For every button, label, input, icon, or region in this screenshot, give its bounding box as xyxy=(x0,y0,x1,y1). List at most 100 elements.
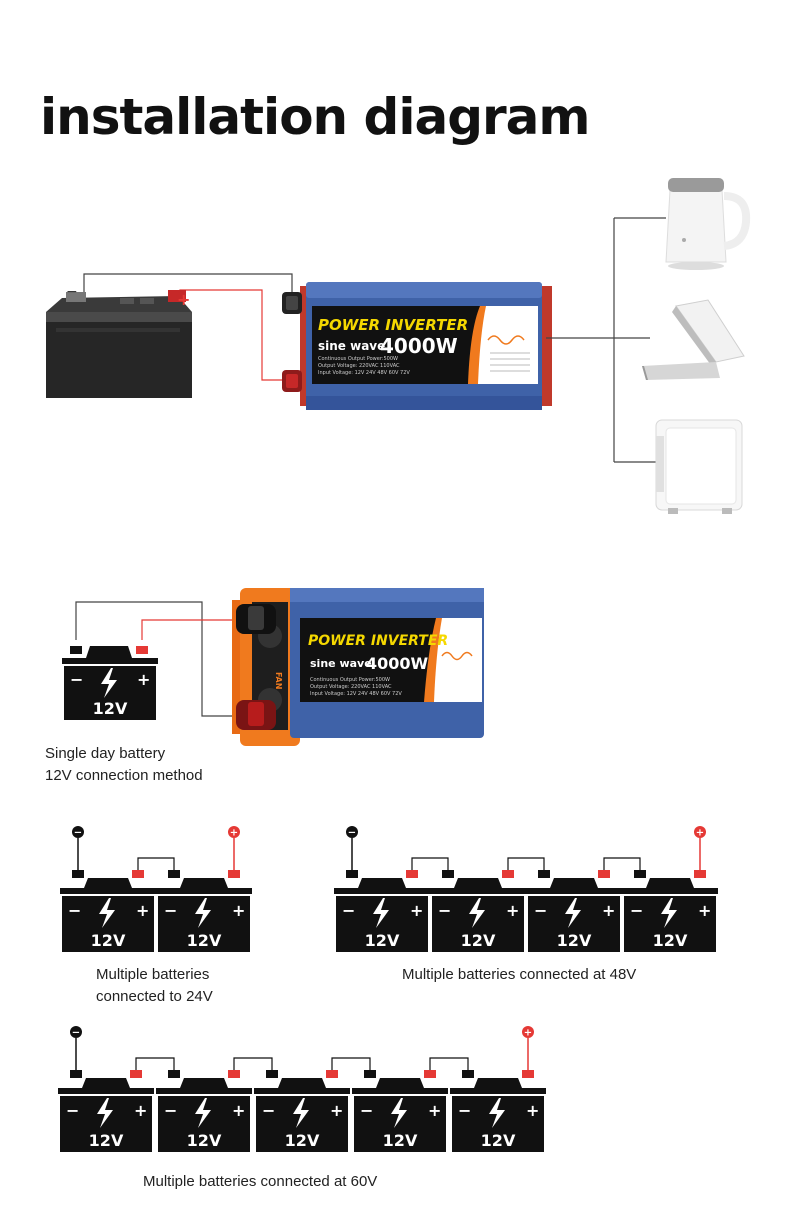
inverter-top-brand: POWER INVERTER xyxy=(318,316,468,334)
inverter-mid-brand: POWER INVERTER xyxy=(308,633,448,649)
battery-minus-sign: − xyxy=(164,1101,177,1120)
multi24-caption-line1: Multiple batteries xyxy=(96,966,210,983)
bank48-battery-1: −+12V xyxy=(334,870,430,952)
battery-voltage-label: 12V xyxy=(285,1131,320,1150)
negative-wire xyxy=(83,273,293,300)
battery-voltage-label: 12V xyxy=(89,1131,124,1150)
inverter-top-spec3: Input Voltage: 12V 24V 48V 60V 72V xyxy=(318,370,410,376)
bank60-series-link xyxy=(135,1057,175,1070)
single-battery-scene: − + 12V FAN POWER INVERTER sine wave 400… xyxy=(62,588,484,746)
bank48-series-link xyxy=(507,857,545,870)
svg-text:+: + xyxy=(524,1028,532,1039)
single-positive-wire xyxy=(141,619,236,640)
battery-plus-sign: + xyxy=(602,901,615,920)
svg-text:+: + xyxy=(696,828,704,839)
bank24-battery-1: − +12V xyxy=(60,870,156,952)
kettle xyxy=(665,178,751,270)
battery-plus-sign: + xyxy=(134,1101,147,1120)
bank60-battery-5: − +12V xyxy=(450,1070,546,1152)
multi60-caption: Multiple batteries connected at 60V xyxy=(143,1173,378,1190)
battery-voltage-label: 12V xyxy=(91,931,126,950)
bank60-negative-end: − xyxy=(70,1026,82,1070)
battery-minus-sign: − xyxy=(342,901,355,920)
multi24-caption-line2: connected to 24V xyxy=(96,988,213,1005)
battery-minus-sign: − xyxy=(164,901,177,920)
bank60-series-link xyxy=(429,1057,469,1070)
bank48-series-link xyxy=(411,857,449,870)
battery-icon-single xyxy=(62,646,158,720)
orange-positive-terminal xyxy=(236,700,276,730)
top-installation-scene: − + POWER INVERTER sine wave 4000W Conti… xyxy=(46,178,751,514)
fan-label: FAN xyxy=(274,672,283,689)
battery-voltage-label: 12V xyxy=(187,931,222,950)
battery-minus-sign: − xyxy=(68,901,81,920)
inverter-mid-spec3: Input Voltage: 12V 24V 48V 60V 72V xyxy=(310,691,402,697)
bank24-series-link xyxy=(137,857,175,870)
battery-minus-sign: − xyxy=(360,1101,373,1120)
battery-plus-sign: + xyxy=(526,1101,539,1120)
single-battery-label: 12V xyxy=(93,699,128,718)
battery-plus-sign: + xyxy=(428,1101,441,1120)
inverter-top-spec1: Continuous Output Power:500W xyxy=(318,356,398,362)
bank60-series-link xyxy=(331,1057,371,1070)
battery-voltage-label: 12V xyxy=(557,931,592,950)
inverter-positive-terminal xyxy=(282,370,302,392)
battery-minus-sign: − xyxy=(458,1101,471,1120)
multi48-caption: Multiple batteries connected at 48V xyxy=(402,966,637,983)
bank48-battery-3: − +12V xyxy=(526,870,622,952)
battery-plus-sign: + xyxy=(410,901,423,920)
bank24-battery-2: − +12V xyxy=(156,870,252,952)
battery-minus-sign: − xyxy=(66,284,78,300)
laptop xyxy=(642,299,745,380)
page-title: installation diagram xyxy=(40,88,591,146)
inverter-mid-spec2: Output Voltage: 220VAC 110VAC xyxy=(310,684,392,690)
bank24-positive-end: + xyxy=(228,826,240,870)
battery-minus-sign: − xyxy=(534,901,547,920)
battery-minus-sign: − xyxy=(66,1101,79,1120)
battery-plus-sign: + xyxy=(177,290,190,309)
mini-fridge xyxy=(655,419,743,514)
battery-plus-sign: + xyxy=(506,901,519,920)
inverter-top-spec2: Output Voltage: 220VAC 110VAC xyxy=(318,363,400,369)
bank48-battery-2: − +12V xyxy=(430,870,526,952)
svg-text:−: − xyxy=(348,828,356,839)
inverter-negative-terminal xyxy=(282,292,302,314)
bank48-positive-end: + xyxy=(694,826,706,870)
battery-voltage-label: 12V xyxy=(653,931,688,950)
single-battery-plus: + xyxy=(137,670,150,689)
battery-voltage-label: 12V xyxy=(481,1131,516,1150)
single-battery-minus: − xyxy=(70,670,83,689)
bank60-battery-4: − +12V xyxy=(352,1070,448,1152)
inverter-mid-spec1: Continuous Output Power:500W xyxy=(310,677,390,683)
multi24-caption: Multiple batteries connected to 24V xyxy=(96,964,213,1008)
bank48-negative-end: − xyxy=(346,826,358,870)
inverter-mid-power: 4000W xyxy=(366,654,429,673)
battery-plus-sign: + xyxy=(698,901,711,920)
inverter-top-power: 4000W xyxy=(380,334,458,358)
bank60-positive-end: + xyxy=(522,1026,534,1070)
inverter-mid-wave: sine wave xyxy=(310,657,372,670)
battery-voltage-label: 12V xyxy=(383,1131,418,1150)
bank60-battery-3: −+12V xyxy=(254,1070,350,1152)
inverter-top-wave: sine wave xyxy=(318,339,385,353)
battery-plus-sign: + xyxy=(232,901,245,920)
single-negative-wire xyxy=(75,601,236,717)
orange-negative-terminal xyxy=(236,604,276,634)
bank60-battery-2: −+12V xyxy=(156,1070,252,1152)
svg-text:−: − xyxy=(72,1028,80,1039)
battery-voltage-label: 12V xyxy=(187,1131,222,1150)
inverter-blue xyxy=(300,282,552,410)
battery-minus-sign: − xyxy=(262,1101,275,1120)
single-caption-line1: Single day battery xyxy=(45,745,166,762)
bank24-negative-end: − xyxy=(72,826,84,870)
bank48-battery-4: −+12V xyxy=(622,870,718,952)
battery-plus-sign: + xyxy=(136,901,149,920)
bank60-series-link xyxy=(233,1057,273,1070)
battery-minus-sign: − xyxy=(438,901,451,920)
single-battery-caption: Single day battery 12V connection method xyxy=(45,743,203,787)
bank48-series-link xyxy=(603,857,641,870)
bank60-battery-1: − +12V xyxy=(58,1070,154,1152)
battery-voltage-label: 12V xyxy=(461,931,496,950)
svg-text:+: + xyxy=(230,828,238,839)
